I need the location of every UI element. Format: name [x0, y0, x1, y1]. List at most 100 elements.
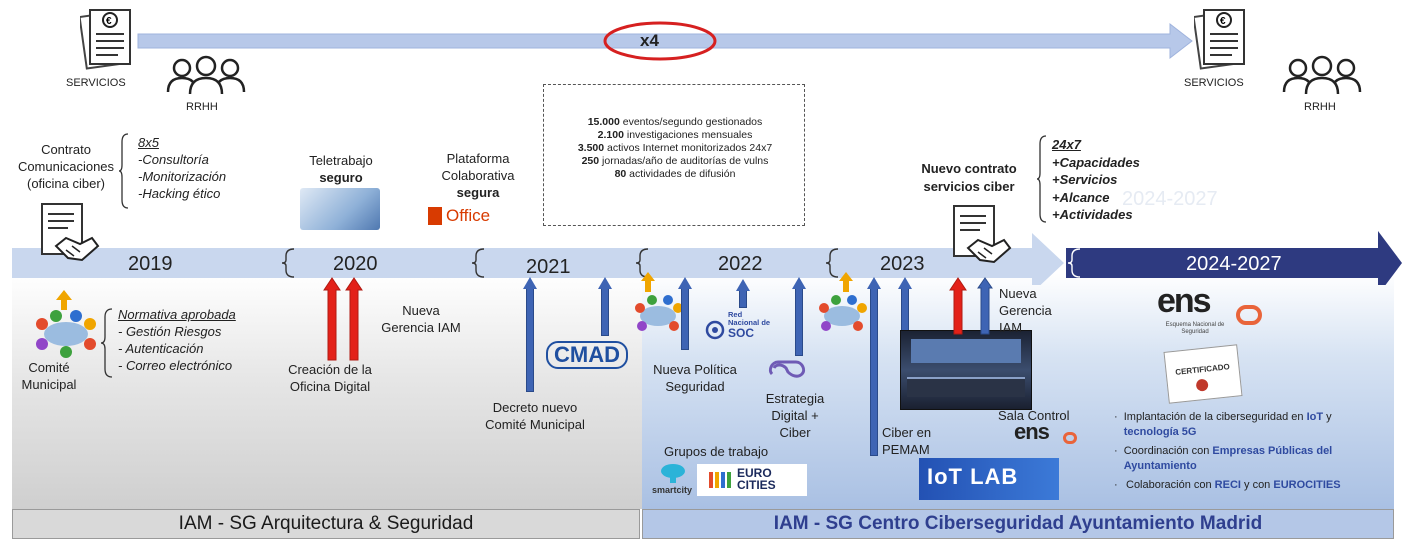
top-growth-arrow: [137, 21, 1193, 61]
committee-icon-2022: [635, 272, 683, 331]
rrhh-people-icon-right: [1282, 55, 1362, 95]
rrhh-label-right: RRHH: [1304, 101, 1336, 113]
cmad-logo: CMAD: [546, 341, 628, 369]
telework-image: [300, 188, 380, 230]
certificate-label: CERTIFICADO: [1174, 362, 1231, 377]
capabilities-brace: [1036, 135, 1047, 223]
contract-brace: [118, 133, 129, 209]
ciber-pemam-label: Ciber en PEMAM: [882, 425, 932, 457]
services-label-left: SERVICIOS: [66, 77, 126, 89]
left-era-background: [12, 273, 642, 509]
contract-handshake-icon-2023: [953, 205, 1012, 264]
blue-arrow-head-decreto: [523, 277, 537, 289]
office-label: Office: [446, 206, 491, 225]
blue-bar-decreto: [526, 286, 534, 392]
footer-left-label: IAM - SG Arquitectura & Seguridad: [12, 509, 640, 539]
oficina-digital-label: Creación de la Oficina Digital: [288, 362, 372, 394]
blue-arrow-head-politica: [678, 277, 692, 289]
smartcity-icon: [661, 464, 685, 483]
contract-items-2019: 8x5 -Consultoría -Monitorización -Hackin…: [138, 135, 227, 201]
bullet-text: Colaboración con RECI y con EUROCITIES: [1126, 479, 1341, 491]
committee-label: Comité Municipal: [21, 360, 77, 392]
year-2022: 2022: [718, 253, 763, 275]
bullet-dot: ·: [1114, 445, 1118, 457]
ghost-year-label: 2024-2027: [1122, 188, 1218, 210]
nueva-gerencia-2023: Nueva Gerencia IAM: [999, 286, 1052, 335]
blue-bar-sala: [901, 286, 909, 332]
telework-label: Teletrabajo seguro: [309, 153, 373, 185]
services-document-icon: €: [80, 9, 131, 70]
ens-logo-large-mark: [1236, 305, 1262, 325]
growth-multiplier: x4: [640, 31, 659, 50]
year-2020: 2020: [333, 253, 378, 275]
contract-label-2019: Contrato Comunicaciones (oficina ciber): [17, 142, 115, 191]
gerencia-iam-2020: Nueva Gerencia IAM: [381, 303, 461, 335]
certificate-image: CERTIFICADO: [1163, 344, 1243, 404]
svg-text:€: €: [106, 16, 112, 27]
iotlab-logo: IoT LAB: [919, 458, 1059, 500]
blue-arrow-head-estrategia: [792, 277, 806, 289]
sala-control-label: Sala Control: [998, 408, 1070, 423]
stats-list: 15.000 eventos/segundo gestionados 2.100…: [577, 116, 773, 180]
red-arrows-2020: [323, 277, 363, 361]
capabilities-list: 24x7 +Capacidades +Servicios +Alcance +A…: [1052, 137, 1140, 222]
control-room-desks: [907, 377, 1025, 397]
bullet-item: · Colaboración con RECI y con EUROCITIES: [1114, 478, 1354, 493]
bullets-2024-2027: · Implantación de la ciberseguridad en I…: [1114, 410, 1354, 493]
decreto-label: Decreto nuevo Comité Municipal: [485, 400, 585, 432]
year-2024-2027: 2024-2027: [1186, 253, 1282, 275]
control-room-screens: [911, 339, 1021, 363]
svg-text:€: €: [1220, 16, 1226, 27]
red-soc-icon: [705, 320, 725, 340]
ens-logo-small: ens: [1014, 419, 1050, 444]
bullet-item: · Coordinación con Empresas Públicas del…: [1114, 444, 1354, 474]
blue-bar-politica: [681, 286, 689, 350]
committee-icon-2023: [819, 272, 867, 331]
services-document-icon-right: €: [1194, 9, 1245, 70]
eurocities-bar-1: [709, 472, 713, 488]
committee-icon: [36, 290, 96, 358]
blue-bar-estrategia: [795, 286, 803, 356]
grupos-trabajo-label: Grupos de trabajo: [664, 444, 769, 459]
bullet-item: · Implantación de la ciberseguridad en I…: [1114, 410, 1354, 440]
politica-label: Nueva Política Seguridad: [653, 362, 737, 394]
eurocities-bar-3: [721, 472, 725, 488]
nuevo-contrato-label: Nuevo contrato servicios ciber: [921, 161, 1017, 194]
footer-right-label: IAM - SG Centro Ciberseguridad Ayuntamie…: [642, 509, 1394, 539]
norms-list: Normativa aprobada - Gestión Riesgos - A…: [118, 307, 236, 373]
blue-arrow-head-pemam: [867, 277, 881, 289]
timeline-band: [12, 231, 1402, 285]
rrhh-people-icon: [166, 55, 246, 95]
red-blue-arrows-2023: [949, 277, 993, 335]
iotlab-label: IoT LAB: [927, 464, 1019, 489]
eurocities-logo: EURO CITIES: [697, 464, 807, 496]
bullet-text: Implantación de la ciberseguridad en IoT…: [1123, 411, 1332, 438]
estrategia-digital-icon: [768, 360, 806, 378]
year-2019: 2019: [128, 253, 173, 275]
smartcity-label: smartcity: [652, 485, 693, 495]
blue-bar-cmad: [601, 286, 609, 336]
blue-arrow-head-cmad: [598, 277, 612, 289]
contract-handshake-icon: [41, 203, 100, 262]
ens-logo-small-mark: [1063, 432, 1077, 444]
estrategia-label: Estrategia Digital + Ciber: [765, 391, 825, 440]
norms-brace: [100, 308, 113, 378]
control-room-image: [900, 330, 1032, 410]
red-soc-label: Red Nacional de SOC: [728, 310, 771, 340]
ens-subtitle: Esquema Nacional de Seguridad: [1165, 322, 1225, 335]
eurocities-label: EURO CITIES: [737, 466, 776, 492]
rrhh-label-left: RRHH: [186, 101, 218, 113]
year-2023: 2023: [880, 253, 925, 275]
services-label-right: SERVICIOS: [1184, 77, 1244, 89]
office-logo-icon: [428, 207, 442, 225]
certificate-seal-icon: [1195, 378, 1209, 392]
platform-label: Plataforma Colaborativa segura: [441, 151, 515, 200]
blue-bar-pemam: [870, 286, 878, 456]
bullet-dot: ·: [1114, 411, 1118, 423]
year-2021: 2021: [526, 256, 571, 278]
blue-arrow-head-sala: [898, 277, 912, 289]
stats-box: [543, 84, 805, 226]
bullet-dot: ·: [1114, 479, 1118, 491]
eurocities-bar-2: [715, 472, 719, 488]
ens-logo-large: ens: [1157, 282, 1212, 320]
